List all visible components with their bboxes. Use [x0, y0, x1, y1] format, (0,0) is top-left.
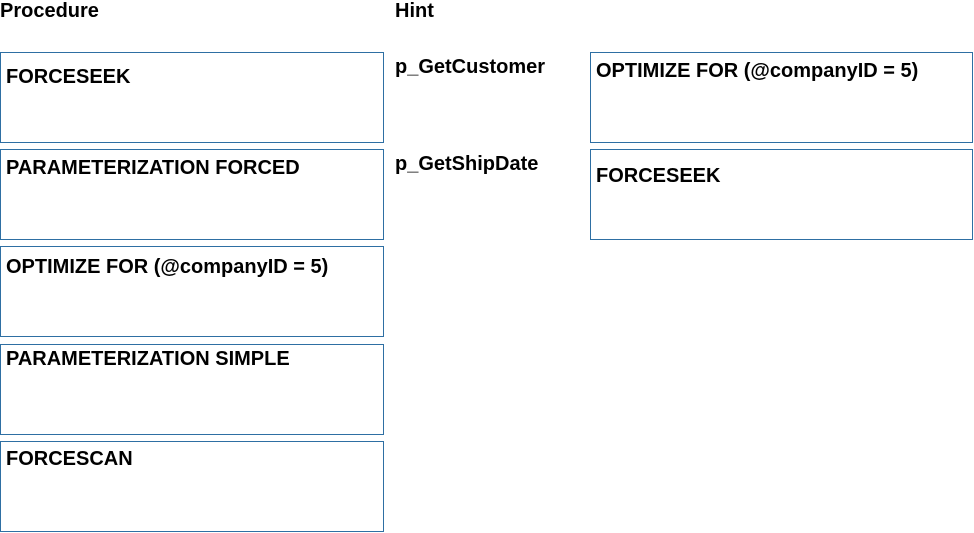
procedure-label-get-customer: p_GetCustomer: [395, 56, 546, 78]
procedure-label-get-ship-date: p_GetShipDate: [395, 153, 539, 175]
option-forceseek[interactable]: FORCESEEK: [0, 52, 384, 143]
option-optimize-for[interactable]: OPTIMIZE FOR (@companyID = 5): [0, 246, 384, 337]
option-parameterization-forced[interactable]: PARAMETERIZATION FORCED: [0, 149, 384, 240]
procedure-heading: Procedure: [0, 0, 99, 22]
answer-slot-get-customer[interactable]: OPTIMIZE FOR (@companyID = 5): [590, 52, 973, 143]
answer-slot-get-ship-date[interactable]: FORCESEEK: [590, 149, 973, 240]
hint-heading: Hint: [395, 0, 434, 22]
option-parameterization-simple[interactable]: PARAMETERIZATION SIMPLE: [0, 344, 384, 435]
option-forcescan[interactable]: FORCESCAN: [0, 441, 384, 532]
